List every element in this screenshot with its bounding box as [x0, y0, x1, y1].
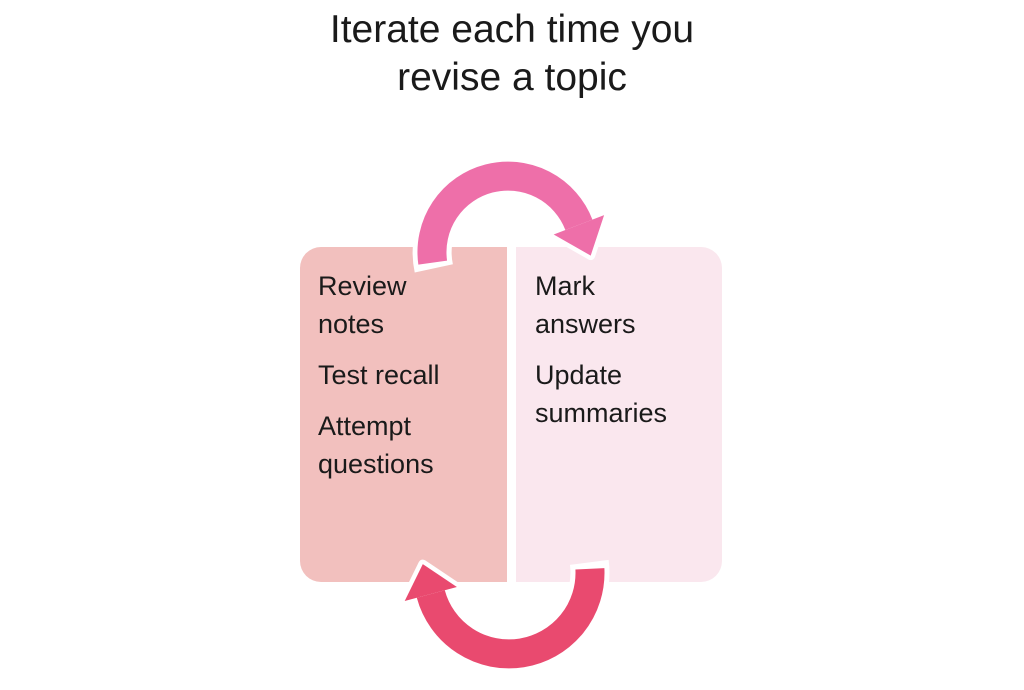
- slide-title: Iterate each time you revise a topic: [0, 6, 1024, 102]
- slide-title-line1: Iterate each time you: [329, 8, 695, 51]
- left-process-box: Review notes Test recall Attempt questio…: [300, 247, 507, 582]
- slide-title-line2: revise a topic: [397, 56, 627, 99]
- right-box-item: Update summaries: [535, 360, 668, 428]
- left-box-item: Test recall: [318, 360, 440, 390]
- right-process-box: Mark answers Update summaries: [516, 247, 722, 582]
- left-box-item: Attempt questions: [318, 411, 434, 479]
- left-box-item: Review notes: [318, 271, 407, 339]
- right-box-item: Mark answers: [535, 271, 636, 339]
